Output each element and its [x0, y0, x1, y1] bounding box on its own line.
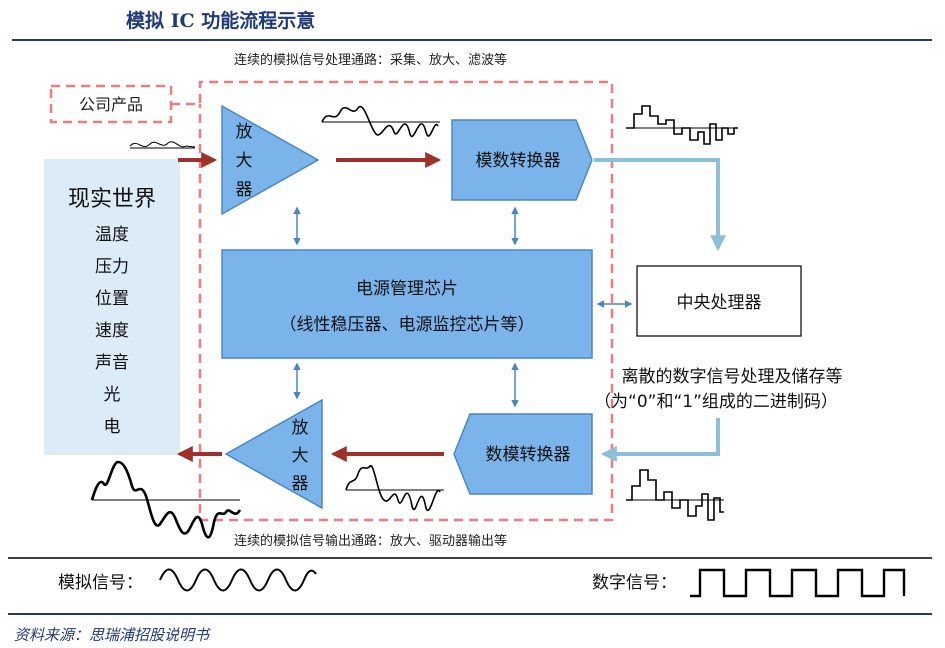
- bottom-amplifier: [224, 398, 323, 510]
- real-world-item-speed: 速度: [95, 321, 129, 341]
- bottom-amplifier-char-2: 大: [292, 446, 309, 466]
- real-world-item-light: 光: [104, 385, 121, 405]
- digital-note-line2: （为“0”和“1”组成的二进制码）: [594, 392, 838, 412]
- power-management-chip: [221, 249, 593, 359]
- analog-wave-bottom: [345, 465, 444, 512]
- source-note: 资料来源：思瑞浦招股说明书: [14, 626, 211, 644]
- legend-analog-label: 模拟信号：: [58, 573, 143, 593]
- real-world-title: 现实世界: [68, 187, 156, 212]
- dac-block: [453, 413, 593, 495]
- bottom-note: 连续的模拟信号输出通路：放大、驱动器输出等: [234, 533, 507, 549]
- bottom-amplifier-char-1: 放: [292, 418, 309, 438]
- company-label: 公司产品: [79, 95, 143, 114]
- top-amplifier: [221, 104, 320, 216]
- output-analog-wave: [90, 460, 242, 539]
- real-world-item-sound: 声音: [95, 353, 129, 373]
- top-amplifier-char-1: 放: [236, 122, 253, 142]
- real-world-item-temperature: 温度: [95, 225, 129, 245]
- bottom-amplifier-char-3: 器: [292, 474, 309, 494]
- input-analog-wave: [129, 141, 196, 149]
- dac-label: 数模转换器: [486, 445, 571, 465]
- top-amplifier-char-3: 器: [236, 180, 253, 200]
- legend-digital-square: [690, 568, 906, 598]
- amplified-analog-wave-top: [321, 105, 440, 138]
- cpu-label: 中央处理器: [677, 293, 762, 313]
- top-note: 连续的模拟信号处理通路：采集、放大、滤波等: [234, 52, 507, 68]
- figure-title: 模拟 IC 功能流程示意: [126, 9, 315, 32]
- adc-to-cpu-arrow: [594, 158, 726, 252]
- digital-wave-bottom: [626, 469, 724, 521]
- adc-label: 模数转换器: [476, 151, 561, 171]
- legend-digital-label: 数字信号：: [592, 573, 677, 593]
- real-world-box: [44, 159, 180, 455]
- cpu-to-dac-arrow: [600, 418, 720, 462]
- power-management-title: 电源管理芯片: [356, 279, 458, 299]
- real-world-item-pressure: 压力: [95, 257, 129, 277]
- real-world-item-position: 位置: [95, 289, 129, 309]
- top-amplifier-char-2: 大: [236, 151, 253, 171]
- real-world-item-electricity: 电: [104, 417, 121, 437]
- digital-note-line1: 离散的数字信号处理及储存等: [622, 367, 843, 387]
- cpu-box: [636, 265, 802, 337]
- adc-block: [451, 119, 593, 201]
- power-management-subtitle: （线性稳压器、电源监控芯片等）: [280, 315, 535, 335]
- legend-analog-sine: [159, 568, 317, 592]
- digital-wave-top: [626, 105, 738, 145]
